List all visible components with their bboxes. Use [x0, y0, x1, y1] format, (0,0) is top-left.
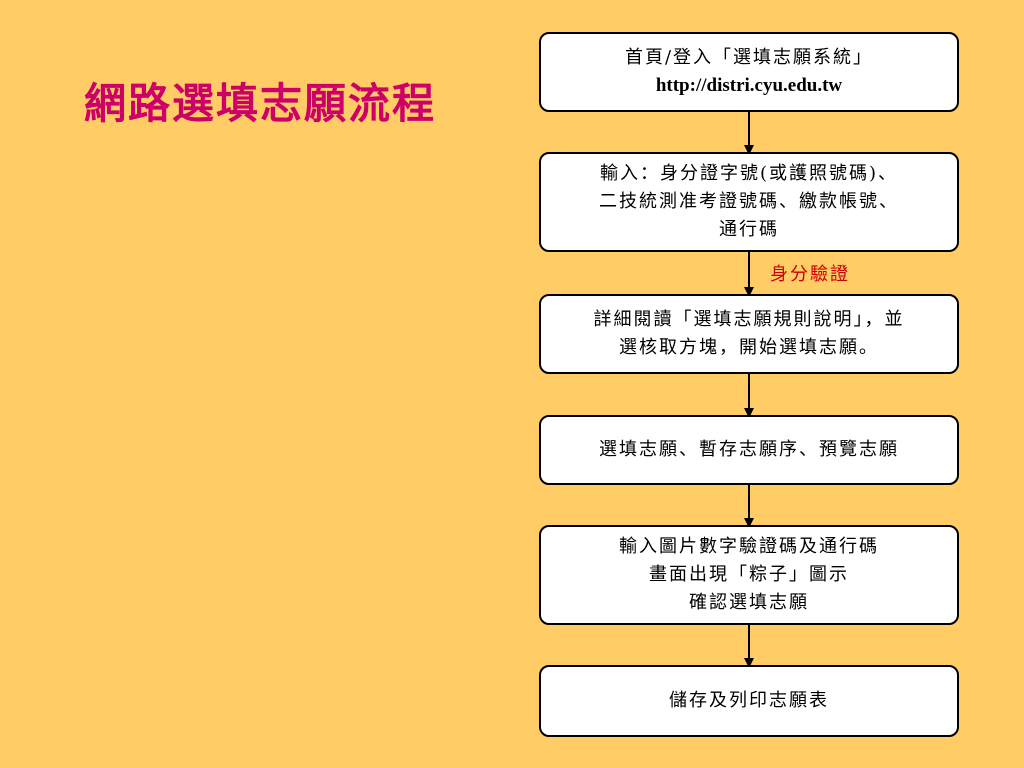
step-text: 輸入：身分證字號(或護照號碼)、: [599, 163, 899, 184]
step-text: 畫面出現「粽子」圖示: [649, 564, 849, 585]
step-text: 輸入圖片數字驗證碼及通行碼: [619, 536, 879, 557]
step-text: 選核取方塊，開始選填志願。: [619, 337, 879, 358]
step-box-read-rules: 詳細閱讀「選填志願規則說明」，並 選核取方塊，開始選填志願。: [539, 294, 959, 374]
step-text: 儲存及列印志願表: [669, 690, 829, 711]
step-box-save-print: 儲存及列印志願表: [539, 665, 959, 737]
step-text: 選填志願、暫存志願序、預覽志願: [599, 439, 899, 460]
step-box-credentials: 輸入：身分證字號(或護照號碼)、 二技統測准考證號碼、繳款帳號、 通行碼: [539, 152, 959, 252]
step-text: 確認選填志願: [689, 592, 809, 613]
step-box-confirm: 輸入圖片數字驗證碼及通行碼 畫面出現「粽子」圖示 確認選填志願: [539, 525, 959, 625]
step-box-login: 首頁/登入「選填志願系統」 http://distri.cyu.edu.tw: [539, 32, 959, 112]
step-text: 通行碼: [719, 219, 779, 240]
step-box-fill-preferences: 選填志願、暫存志願序、預覽志願: [539, 415, 959, 485]
page-title: 網路選填志願流程: [84, 79, 437, 128]
step-text: 詳細閱讀「選填志願規則說明」，並: [593, 309, 905, 330]
identity-verification-label: 身分驗證: [770, 264, 850, 285]
step-text: 二技統測准考證號碼、繳款帳號、: [599, 191, 899, 212]
step-url: http://distri.cyu.edu.tw: [655, 75, 843, 96]
step-text: 首頁/登入「選填志願系統」: [624, 47, 874, 68]
